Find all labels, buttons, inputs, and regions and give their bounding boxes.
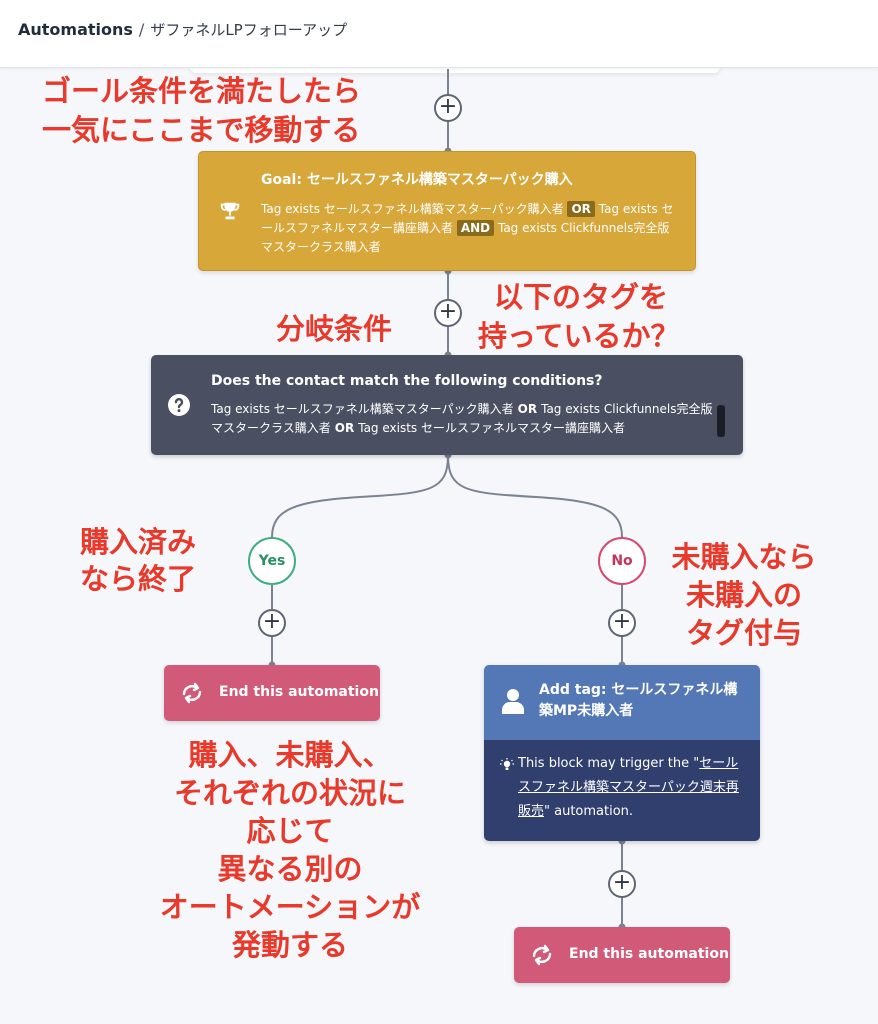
add-tag-header: Add tag: セールスファネル構築MP未購入者: [484, 665, 760, 740]
annotation-yes-line2: なら終了: [80, 562, 197, 596]
goal-condition-text: Tag exists セールスファネル構築マスターパック購入者: [261, 202, 564, 216]
add-step-button[interactable]: +: [258, 609, 286, 637]
annotation-tags-line2: 持っているか？: [478, 319, 680, 353]
annotation-bottom-line5: オートメーションが: [159, 890, 421, 924]
trigger-note: This block may trigger the "セールスファネル構築マス…: [518, 752, 748, 824]
annotation-goal-line1: ゴール条件を満たしたら: [42, 74, 362, 108]
add-step-button[interactable]: +: [608, 870, 636, 898]
goal-condition-text: Tag exists Clickfunnels完全版マスタークラス購入者: [261, 221, 670, 254]
goal-condition-text: Tag exists セールスファネルマスター講座購入者: [261, 202, 674, 235]
annotation-bottom-line6: 発動する: [231, 928, 348, 962]
condition-scrollbar[interactable]: [717, 405, 725, 437]
add-tag-title: Add tag: セールスファネル構築MP未購入者: [539, 682, 738, 719]
add-step-button[interactable]: +: [608, 609, 636, 637]
add-tag-block[interactable]: Add tag: セールスファネル構築MP未購入者 This block may…: [484, 665, 760, 841]
no-branch-line: [447, 454, 623, 538]
trophy-icon: [220, 202, 240, 220]
goal-block[interactable]: Goal: セールスファネル構築マスターパック購入 Tag exists セール…: [198, 151, 696, 271]
operator-badge: AND: [456, 220, 495, 236]
annotation-goal-line2: 一気にここまで移動する: [42, 113, 361, 147]
breadcrumb: Automations / ザファネルLPフォローアップ: [18, 20, 347, 40]
condition-title: Does the contact match the following con…: [211, 373, 603, 389]
add-step-button[interactable]: +: [434, 94, 462, 122]
annotation-no-line3: タグ付与: [685, 616, 802, 650]
end-automation-block-no[interactable]: End this automation: [514, 927, 730, 983]
trigger-note-suffix: " automation.: [544, 804, 634, 819]
annotation-bottom-line4: 異なる別の: [217, 852, 363, 886]
operator-label: OR: [517, 402, 538, 416]
annotation-no-line2: 未購入の: [685, 578, 802, 612]
yes-branch-line: [271, 454, 449, 538]
refresh-icon: [182, 682, 202, 704]
annotation-branch-condition: 分岐条件: [276, 312, 393, 346]
annotation-bottom-line3: 応じて: [246, 814, 334, 848]
refresh-icon: [532, 944, 552, 966]
triggered-automation-link[interactable]: セールスファネル構築マスターパック週末再販売: [518, 756, 739, 819]
automation-canvas: + + + + + Goal: セールスファネル構築マスターパック購入 Tag …: [0, 63, 878, 1024]
annotation-bottom-line1: 購入、未購入、: [188, 738, 392, 772]
no-branch[interactable]: No: [598, 537, 646, 585]
condition-block[interactable]: Does the contact match the following con…: [151, 355, 743, 455]
user-icon: [502, 689, 524, 714]
end-automation-label: End this automation: [219, 684, 379, 700]
breadcrumb-separator: /: [138, 20, 145, 39]
automation-name: ザファネルLPフォローアップ: [150, 21, 348, 39]
goal-title: Goal: セールスファネル構築マスターパック購入: [261, 172, 573, 188]
annotation-yes-line1: 購入済み: [80, 525, 197, 559]
condition-tag-text: Tag exists セールスファネル構築マスターパック購入者: [211, 402, 514, 416]
condition-tag-text: Tag exists Clickfunnels完全版マスタークラス購入者: [211, 402, 713, 435]
top-bar: Automations / ザファネルLPフォローアップ: [0, 0, 878, 68]
annotation-no-line1: 未購入なら: [671, 540, 817, 574]
add-tag-note-area: This block may trigger the "セールスファネル構築マス…: [484, 740, 760, 841]
question-icon: [168, 394, 190, 416]
annotation-tags-line1: 以下のタグを: [494, 280, 669, 314]
operator-label: OR: [334, 421, 355, 435]
condition-tag-text: Tag exists セールスファネルマスター講座購入者: [358, 421, 625, 435]
operator-badge: OR: [567, 201, 595, 217]
annotation-bottom-line2: それぞれの状況に: [173, 776, 406, 810]
trigger-note-prefix: This block may trigger the ": [518, 756, 700, 771]
end-automation-label: End this automation: [569, 946, 729, 962]
breadcrumb-automations-link[interactable]: Automations: [18, 20, 133, 39]
add-step-button[interactable]: +: [434, 299, 462, 327]
lightbulb-icon: [500, 758, 514, 770]
yes-branch[interactable]: Yes: [248, 537, 296, 585]
end-automation-block-yes[interactable]: End this automation: [164, 665, 380, 721]
goal-conditions: Tag exists セールスファネル構築マスターパック購入者 OR Tag e…: [261, 200, 681, 257]
previous-block[interactable]: [190, 63, 720, 73]
